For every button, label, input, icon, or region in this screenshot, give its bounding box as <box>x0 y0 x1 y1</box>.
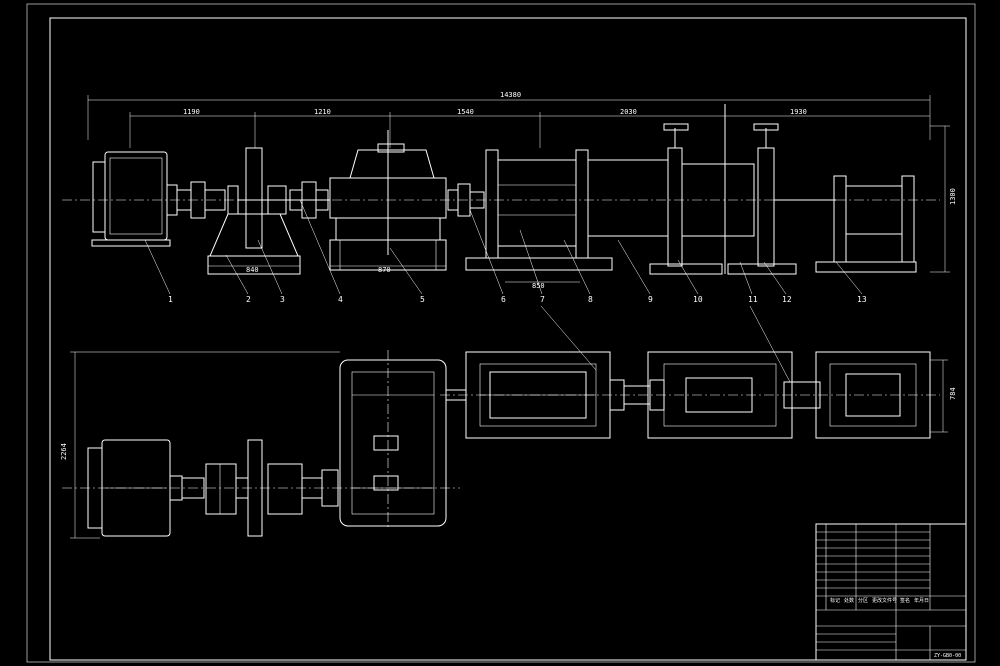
drawing-number: ZY-GB0-00 <box>934 653 961 659</box>
outer-border <box>26 3 976 663</box>
part-number-1: 1 <box>168 295 173 304</box>
dim-seg2: 1210 <box>314 108 331 116</box>
part-number-2: 2 <box>246 295 251 304</box>
title-row-5: 签名 <box>900 597 910 604</box>
title-row-2: 处数 <box>844 597 854 604</box>
dim-overall: 14380 <box>500 91 521 99</box>
part-number-11: 11 <box>748 295 758 304</box>
part-number-5: 5 <box>420 295 425 304</box>
part-number-8: 8 <box>588 295 593 304</box>
elevation-view: 14380 1190 1210 1540 2030 1930 1300 <box>62 91 957 383</box>
dim-mill-span: 850 <box>532 282 545 290</box>
title-row-6: 年月日 <box>914 597 929 604</box>
dim-base-gearbox: 870 <box>378 266 391 274</box>
part-number-10: 10 <box>693 295 703 304</box>
dim-seg1: 1190 <box>183 108 200 116</box>
dim-seg5: 1930 <box>790 108 807 116</box>
part-number-12: 12 <box>782 295 792 304</box>
part-number-3: 3 <box>280 295 285 304</box>
dim-seg3: 1540 <box>457 108 474 116</box>
dim-seg4: 2030 <box>620 108 637 116</box>
part-number-6: 6 <box>501 295 506 304</box>
title-row-1: 标记 <box>830 597 840 604</box>
title-row-3: 分区 <box>858 597 868 604</box>
part-number-13: 13 <box>857 295 867 304</box>
dim-base-reducer: 840 <box>246 266 259 274</box>
part-number-7: 7 <box>540 295 545 304</box>
title-row-4: 更改文件号 <box>872 597 897 604</box>
dim-plan-width-right: 784 <box>949 387 957 400</box>
dim-height-right: 1300 <box>949 188 957 205</box>
dim-plan-height-left: 2264 <box>60 443 68 460</box>
inner-border <box>49 17 967 661</box>
plan-view: 2264 <box>60 350 957 539</box>
title-block: 标记 处数 分区 更改文件号 签名 年月日 ZY-GB0-00 <box>815 523 967 661</box>
part-number-9: 9 <box>648 295 653 304</box>
part-number-4: 4 <box>338 295 343 304</box>
